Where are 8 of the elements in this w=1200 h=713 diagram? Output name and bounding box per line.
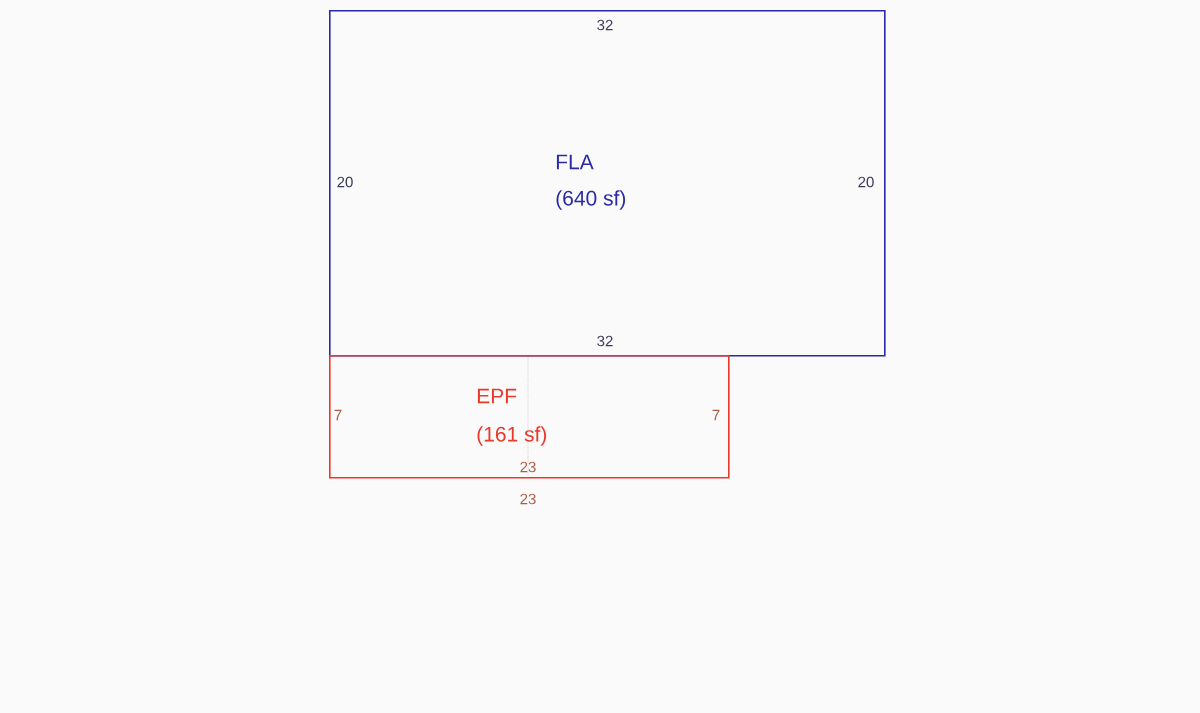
dimension-label: 23 bbox=[520, 493, 536, 505]
dimension-label: 32 bbox=[597, 335, 613, 347]
dimension-label: 32 bbox=[597, 19, 613, 31]
dimension-label: 20 bbox=[858, 176, 874, 188]
dimension-label: 20 bbox=[337, 176, 353, 188]
dimension-label: 23 bbox=[520, 461, 536, 473]
dimension-label: 7 bbox=[334, 409, 342, 421]
dimension-label: 7 bbox=[712, 409, 720, 421]
